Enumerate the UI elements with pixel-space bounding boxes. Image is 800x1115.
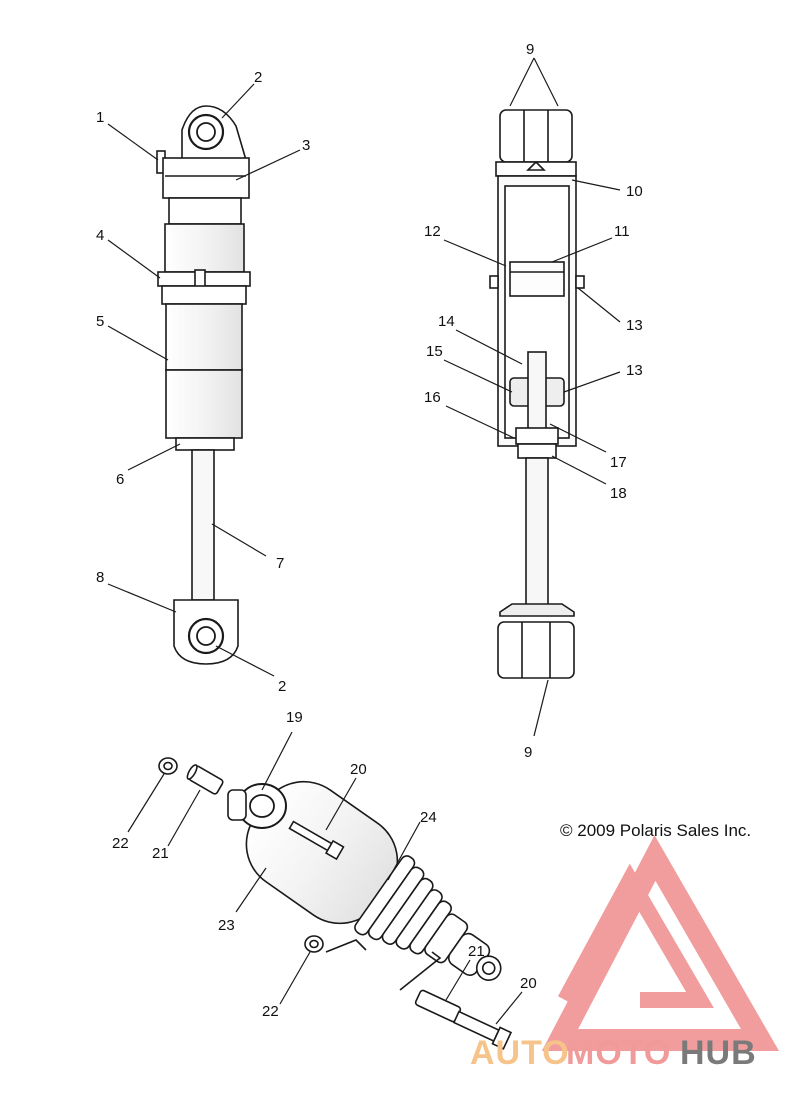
callout-22-bottom: 22 (262, 1003, 279, 1020)
callout-7: 7 (276, 555, 284, 572)
callout-12: 12 (424, 223, 441, 240)
callout-15: 15 (426, 343, 443, 360)
callout-9-bottom: 9 (524, 744, 532, 761)
callout-6: 6 (116, 471, 124, 488)
watermark-hub: HUB (680, 1034, 757, 1072)
callout-8: 8 (96, 569, 104, 586)
watermark-moto: MOTO (566, 1034, 671, 1072)
callout-2: 2 (254, 69, 262, 86)
shock-exploded-view (158, 757, 513, 1050)
watermark-text: AUTO MOTO HUB (470, 1034, 757, 1072)
callout-23: 23 (218, 917, 235, 934)
callout-21-top: 21 (152, 845, 169, 862)
callout-labels: 1 2 3 4 5 6 7 8 2 9 10 11 12 13 14 15 13… (96, 41, 643, 1020)
callout-21-bottom: 21 (468, 943, 485, 960)
callout-11: 11 (614, 223, 630, 240)
shock-side-view (156, 105, 251, 665)
callout-14: 14 (438, 313, 455, 330)
callout-20-bottom: 20 (520, 975, 537, 992)
callout-18: 18 (610, 485, 627, 502)
callout-13-lower: 13 (626, 362, 643, 379)
callout-24: 24 (420, 809, 437, 826)
callout-5: 5 (96, 313, 104, 330)
callout-4: 4 (96, 227, 104, 244)
callout-16: 16 (424, 389, 441, 406)
shock-section-view (489, 109, 585, 679)
callout-20-top: 20 (350, 761, 367, 778)
callout-10: 10 (626, 183, 643, 200)
callout-1: 1 (96, 109, 104, 126)
callout-19: 19 (286, 709, 303, 726)
watermark-logo (541, 835, 780, 1051)
callout-2-lower: 2 (278, 678, 286, 695)
copyright-text: © 2009 Polaris Sales Inc. (560, 821, 751, 840)
callout-13-upper: 13 (626, 317, 643, 334)
leader-lines (107, 57, 621, 1025)
callout-17: 17 (610, 454, 627, 471)
watermark-auto: AUTO (470, 1034, 570, 1072)
callout-9-top: 9 (526, 41, 534, 58)
callout-22-top: 22 (112, 835, 129, 852)
callout-3: 3 (302, 137, 310, 154)
